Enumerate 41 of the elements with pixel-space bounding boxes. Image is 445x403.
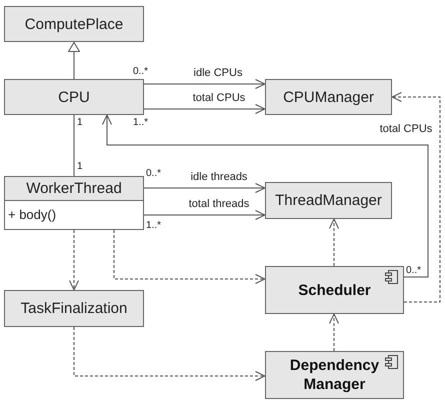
component-box [265, 266, 404, 314]
association-arrow [144, 104, 266, 114]
edge-label: total threads [188, 198, 250, 210]
multiplicity-label: 1..* [146, 220, 162, 231]
multiplicity-label: 1 [77, 117, 83, 128]
component-box [265, 351, 404, 399]
multiplicity-label: 0..* [146, 168, 162, 179]
dependency-arrow [329, 218, 339, 266]
edge-label: total CPUs [380, 123, 432, 135]
class-box [4, 176, 144, 230]
dependency-arrow [74, 326, 266, 381]
component-name: Scheduler [298, 280, 371, 300]
class-name: CPUManager [283, 88, 374, 106]
class-box [265, 79, 392, 115]
association-arrow [144, 183, 266, 193]
dependency-arrow [69, 230, 79, 290]
multiplicity-label: 0..* [406, 265, 422, 276]
edge-label: idle threads [190, 171, 248, 183]
class-name: CPU [58, 88, 90, 106]
operation-text: + body() [8, 207, 56, 223]
edge-label: idle CPUs [194, 67, 242, 79]
class-name: WorkerThread [26, 180, 122, 198]
edge-label: total CPUs [192, 92, 246, 104]
dependency-arrow [392, 92, 440, 302]
association-arrow [102, 114, 428, 278]
class-box [4, 79, 144, 115]
class-name: ThreadManager [275, 191, 382, 210]
association-arrow [144, 79, 266, 89]
class-box [4, 290, 144, 327]
multiplicity-label: 1 [77, 161, 83, 172]
dependency-arrow [114, 230, 266, 284]
class-box [265, 182, 392, 219]
multiplicity-label: 0..* [133, 66, 148, 77]
component-name: Dependency Manager [288, 356, 380, 394]
generalization-arrow [68, 42, 80, 80]
association-arrow [144, 210, 266, 220]
dependency-arrow [329, 314, 339, 352]
class-name: ComputePlace [24, 14, 124, 34]
class-name: TaskFinalization [20, 299, 128, 318]
multiplicity-label: 1..* [133, 117, 148, 128]
class-box [4, 6, 144, 42]
